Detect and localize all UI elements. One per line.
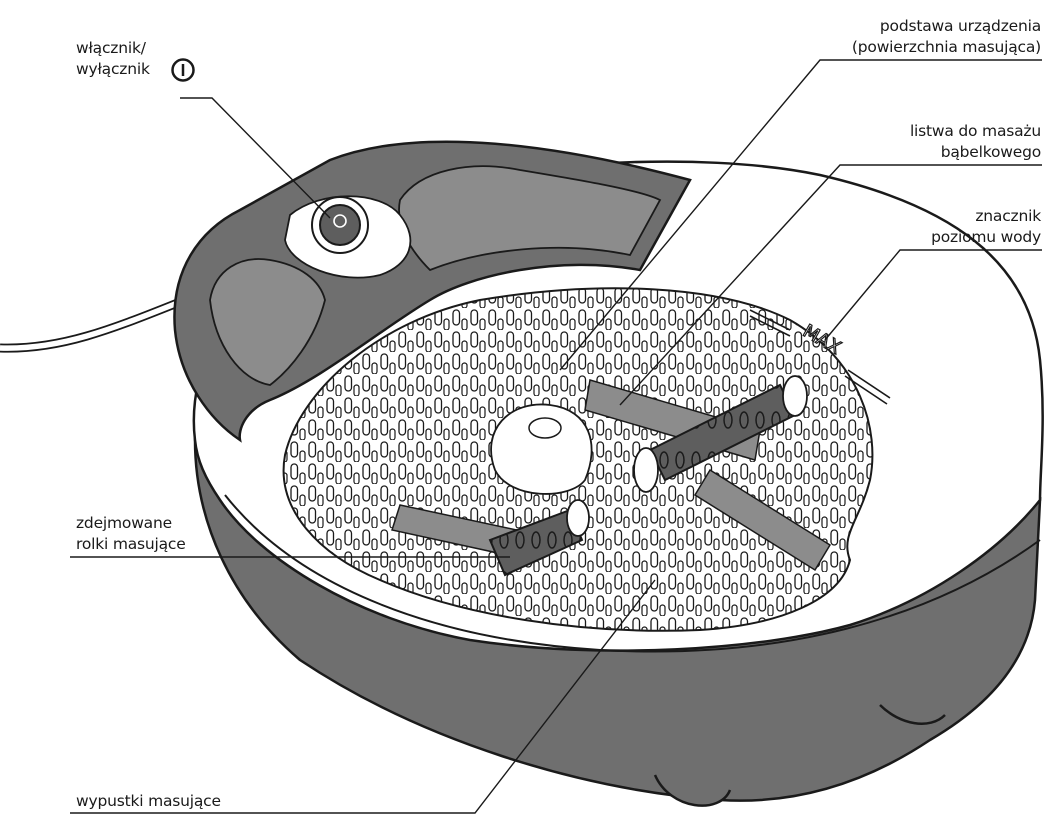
label-base: podstawa urządzenia (powierzchnia masują…	[852, 16, 1041, 58]
label-power: włącznik/ wyłącznik	[76, 38, 150, 80]
label-bubble-bar: listwa do masażu bąbelkowego	[910, 121, 1041, 163]
label-nubs: wypustki masujące	[76, 791, 221, 812]
power-icon	[170, 57, 196, 83]
power-cord	[0, 300, 185, 348]
label-rollers: zdejmowane rolki masujące	[76, 513, 186, 555]
label-water-mark: znacznik poziomu wody	[931, 206, 1041, 248]
power-button[interactable]	[312, 197, 368, 253]
